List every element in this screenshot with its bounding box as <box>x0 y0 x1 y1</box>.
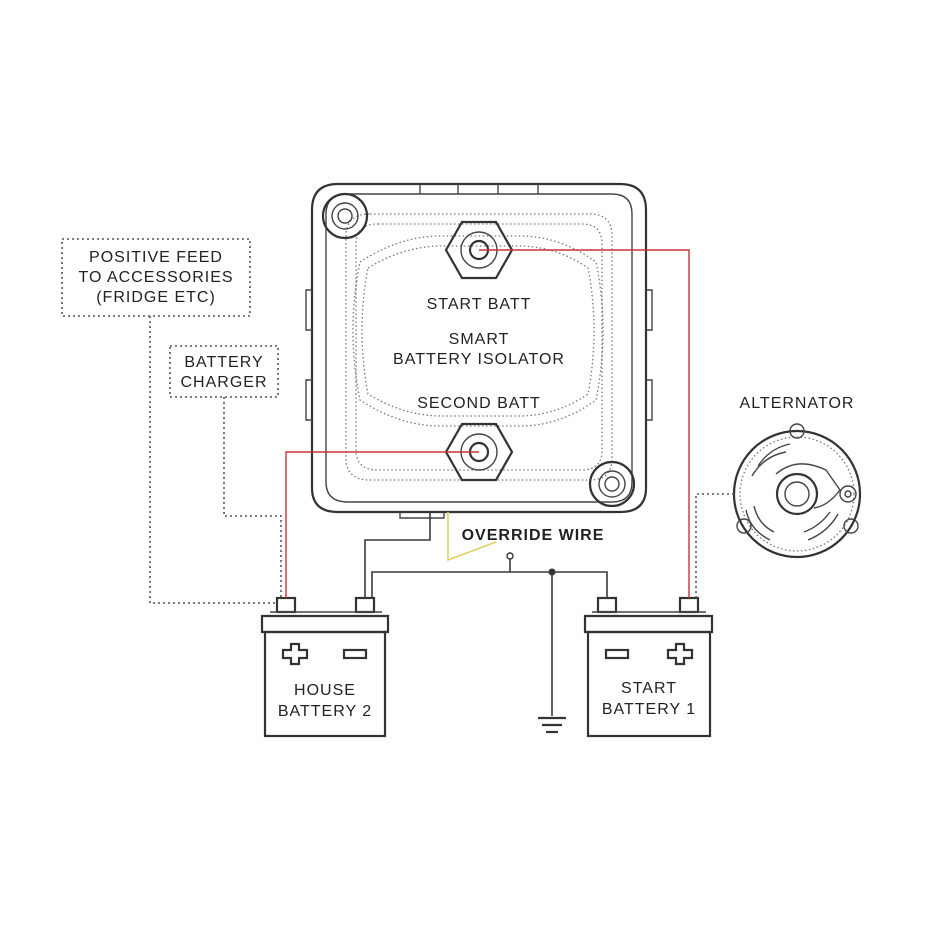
start-battery: START BATTERY 1 <box>583 596 714 738</box>
mounting-hole-bottom-right <box>588 460 636 508</box>
start-batt-label: START BATT <box>427 296 532 313</box>
second-batt-label: SECOND BATT <box>417 395 541 412</box>
battery-charger-box: BATTERY CHARGER <box>169 345 279 398</box>
override-wire-label: OVERRIDE WIRE <box>462 527 605 544</box>
accessories-line1: POSITIVE FEED <box>89 249 223 266</box>
alternator-label: ALTERNATOR <box>740 395 855 412</box>
accessories-line2: TO ACCESSORIES <box>78 269 233 286</box>
accessories-feed-wire <box>149 316 277 604</box>
house-battery: HOUSE BATTERY 2 <box>260 596 390 738</box>
isolator-ground-wire <box>364 512 431 598</box>
start-battery-line2: BATTERY 1 <box>602 701 696 718</box>
override-switch-contact <box>506 552 514 560</box>
charger-line2: CHARGER <box>180 374 267 391</box>
mounting-hole-top-left <box>321 192 369 240</box>
ground-symbol <box>538 716 566 734</box>
accessories-line3: (FRIDGE ETC) <box>96 289 216 306</box>
start-battery-line1: START <box>621 680 677 697</box>
house-battery-line1: HOUSE <box>294 682 356 699</box>
isolator-title-line2: BATTERY ISOLATOR <box>393 351 565 368</box>
smart-battery-isolator: START BATT SMART BATTERY ISOLATOR SECOND… <box>305 182 653 519</box>
alternator-feed-wire <box>695 493 734 598</box>
ground-bus-wire <box>371 571 608 598</box>
accessories-box: POSITIVE FEED TO ACCESSORIES (FRIDGE ETC… <box>61 238 251 317</box>
house-battery-line2: BATTERY 2 <box>278 703 372 720</box>
charger-line1: BATTERY <box>184 354 263 371</box>
start-positive-wire <box>479 249 690 598</box>
isolator-title-line1: SMART <box>449 331 510 348</box>
house-positive-wire <box>285 451 479 598</box>
charger-feed-wire <box>223 397 282 598</box>
alternator: ALTERNATOR <box>732 395 862 559</box>
override-wire <box>447 512 497 562</box>
start-batt-terminal <box>444 220 514 280</box>
